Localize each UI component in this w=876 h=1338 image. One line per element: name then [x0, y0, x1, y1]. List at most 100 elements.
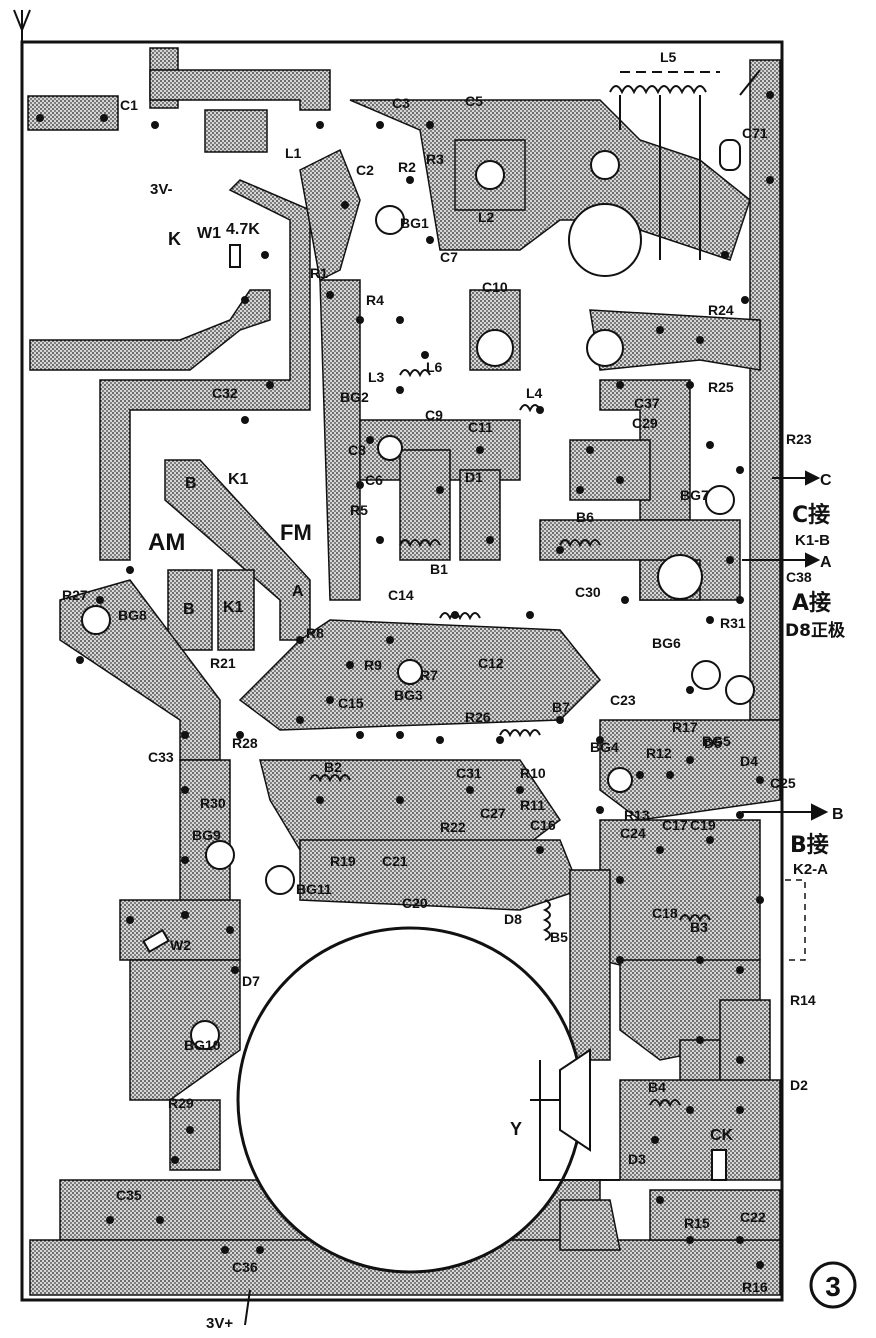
component-label-c18: C18 — [652, 905, 678, 921]
conn-a-label: A — [820, 554, 832, 571]
component-label-r25: R25 — [708, 379, 734, 395]
figure-number: 3 — [825, 1271, 841, 1302]
component-label-r5: R5 — [350, 502, 368, 518]
component-label-bg6: BG6 — [652, 635, 681, 651]
component-label-c17: C17 — [662, 817, 688, 833]
switch-k1-label: K1 — [228, 471, 249, 488]
component-label-c2: C2 — [356, 162, 374, 178]
component-label-r29: R29 — [168, 1095, 194, 1111]
component-label-r1: R1 — [310, 265, 328, 281]
component-label-c33: C33 — [148, 749, 174, 765]
conn-b-target: K2-A — [793, 861, 828, 878]
component-label-r14: R14 — [790, 992, 816, 1008]
pad-b-label: B — [185, 475, 197, 492]
component-label-r22: R22 — [440, 819, 466, 835]
conn-c-target: K1-B — [795, 532, 830, 549]
component-label-c36: C36 — [232, 1259, 258, 1275]
component-label-l1: L1 — [285, 145, 302, 161]
am-section-label: AM — [148, 529, 185, 556]
component-label-r15: R15 — [684, 1215, 710, 1231]
mounting-holes — [475, 150, 703, 600]
component-label-d7: D7 — [242, 973, 260, 989]
pot-w1-label: W1 — [197, 225, 221, 242]
component-label-b7: B7 — [552, 699, 570, 715]
component-label-c3: C3 — [392, 95, 410, 111]
component-label-r7: R7 — [420, 667, 438, 683]
component-label-bg3: BG3 — [394, 687, 423, 703]
component-label-r28: R28 — [232, 735, 258, 751]
component-label-bg1: BG1 — [400, 215, 429, 231]
switch-k-label: K — [168, 229, 181, 249]
fm-section-label: FM — [280, 520, 312, 545]
component-symbols — [81, 139, 755, 1181]
supply-positive-label: 3V+ — [206, 1315, 233, 1332]
component-label-c12: C12 — [478, 655, 504, 671]
component-label-b4: B4 — [648, 1079, 666, 1095]
pot-w2-label: W2 — [170, 937, 191, 953]
component-label-l5: L5 — [660, 49, 677, 65]
component-label-c31: C31 — [456, 765, 482, 781]
pot-w1-value: 4.7K — [226, 221, 260, 238]
component-label-c8: C8 — [348, 442, 366, 458]
component-label-c14: C14 — [388, 587, 414, 603]
component-label-r8: R8 — [306, 625, 324, 641]
component-label-c29: C29 — [632, 415, 658, 431]
component-label-r12: R12 — [646, 745, 672, 761]
ck-label: CK — [710, 1127, 734, 1144]
component-label-c23: C23 — [610, 692, 636, 708]
component-label-b2: B2 — [324, 759, 342, 775]
component-label-c1: C1 — [120, 97, 138, 113]
component-label-r17: R17 — [672, 719, 698, 735]
component-label-l3: L3 — [368, 369, 385, 385]
component-label-c6: C6 — [365, 472, 383, 488]
component-label-bg2: BG2 — [340, 389, 369, 405]
conn-b-note: B接 — [790, 833, 829, 858]
component-label-c25: C25 — [770, 775, 796, 791]
component-label-d5: D5 — [704, 735, 722, 751]
component-label-d1: D1 — [465, 469, 483, 485]
component-label-r2: R2 — [398, 159, 416, 175]
component-label-c38: C38 — [786, 569, 812, 585]
coil-windings — [309, 369, 711, 1108]
component-label-r24: R24 — [708, 302, 734, 318]
conn-c-label: C — [820, 472, 832, 489]
component-label-d8: D8 — [504, 911, 522, 927]
component-label-b6: B6 — [576, 509, 594, 525]
component-label-bg7: BG7 — [680, 487, 709, 503]
component-label-c24: C24 — [620, 825, 646, 841]
supply-negative-label: 3V- — [150, 181, 173, 198]
component-label-bg9: BG9 — [192, 827, 221, 843]
component-label-c7: C7 — [440, 249, 458, 265]
speaker-symbol — [530, 1048, 591, 1152]
tuning-coil-icon — [609, 69, 761, 260]
component-label-bg5: BG5 — [702, 733, 731, 749]
component-label-c9: C9 — [425, 407, 443, 423]
conn-c-note: C接 — [792, 503, 830, 528]
component-label-c10: C10 — [482, 279, 508, 295]
component-label-l6: L6 — [426, 359, 443, 375]
component-label-b5: B5 — [550, 929, 568, 945]
switch-k1-label: K1 — [223, 599, 244, 616]
component-label-c19: C19 — [690, 817, 716, 833]
component-label-c22: C22 — [740, 1209, 766, 1225]
component-label-bg11: BG11 — [296, 881, 332, 897]
component-label-l4: L4 — [526, 385, 543, 401]
component-label-c21: C21 — [382, 853, 408, 869]
k2-link — [785, 879, 806, 961]
component-label-c37: C37 — [634, 395, 660, 411]
component-label-bg8: BG8 — [118, 607, 147, 623]
component-label-c30: C30 — [575, 584, 601, 600]
component-label-c32: C32 — [212, 385, 238, 401]
component-label-bg4: BG4 — [590, 739, 619, 755]
component-label-c27: C27 — [480, 805, 506, 821]
component-label-d3: D3 — [628, 1151, 646, 1167]
component-label-c71: C71 — [742, 125, 768, 141]
component-label-d4: D4 — [740, 753, 758, 769]
component-label-r4: R4 — [366, 292, 384, 308]
component-label-c16: C16 — [530, 817, 556, 833]
component-label-r19: R19 — [330, 853, 356, 869]
component-label-bg10: BG10 — [184, 1037, 221, 1053]
component-label-r11: R11 — [520, 797, 545, 813]
